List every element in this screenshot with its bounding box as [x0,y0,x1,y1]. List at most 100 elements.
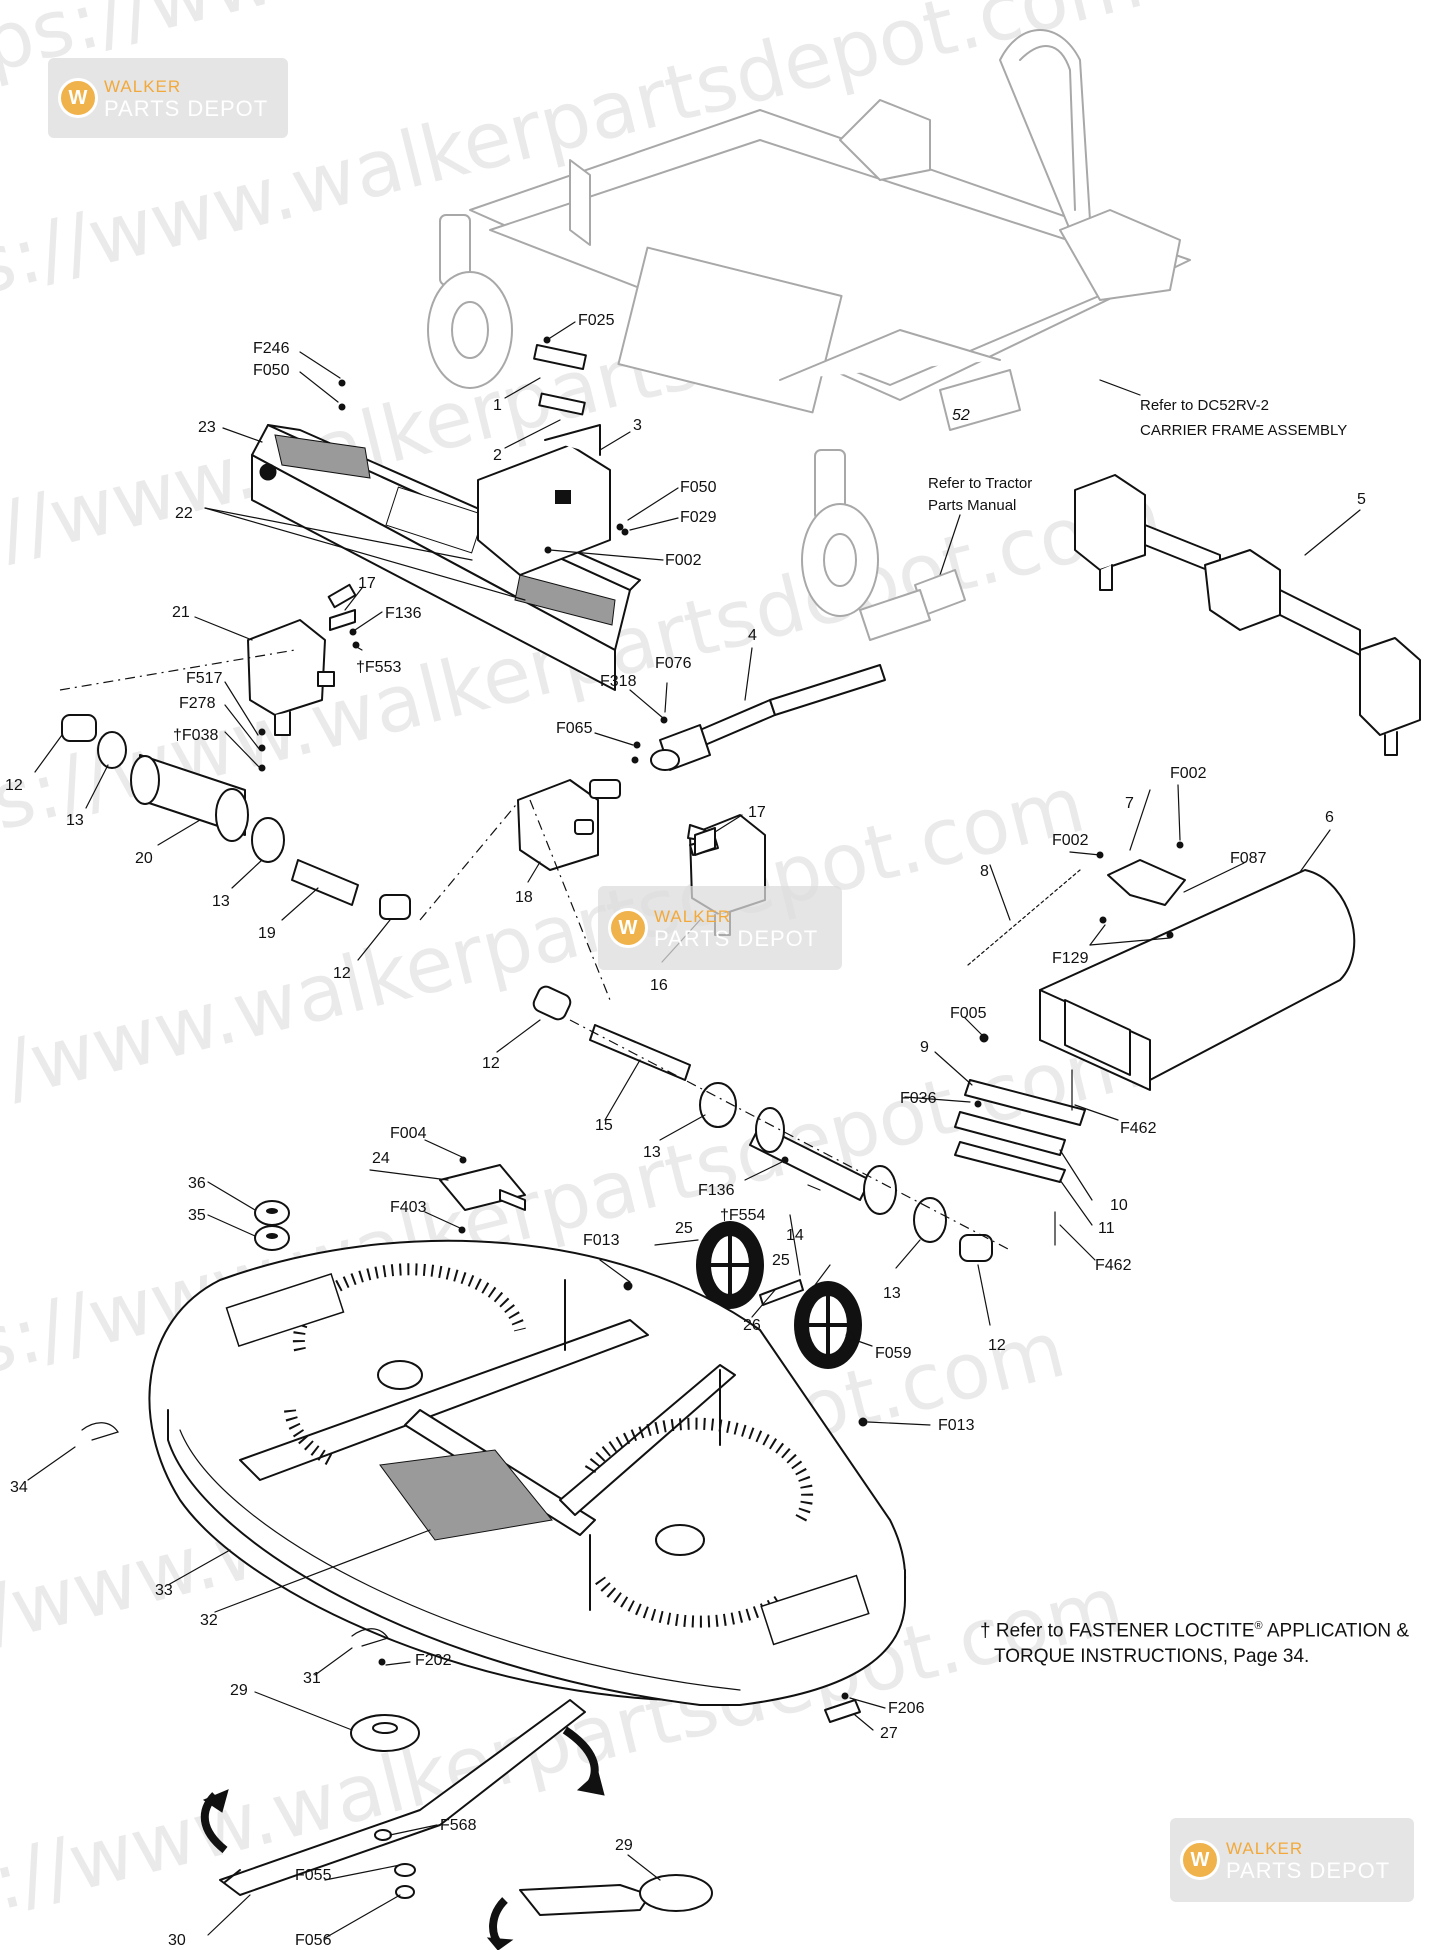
watermark-logo: W WALKER PARTS DEPOT [48,58,288,138]
spring-8 [967,869,1081,966]
pulley-25 [794,1281,862,1369]
bracket-17 [329,609,716,856]
callout-label: F129 [1052,950,1089,967]
watermark-logo: W WALKER PARTS DEPOT [598,886,842,970]
hairpin-clip-31 [351,1628,389,1647]
callout-label: 9 [920,1039,929,1056]
callout-label: F002 [1052,832,1089,849]
callout-label: 13 [212,893,230,910]
callout-label: 12 [482,1055,500,1072]
callout-label: F318 [600,673,637,690]
callout-label: F050 [680,479,717,496]
hinge-plate-1 [533,343,587,416]
callout-label: 25 [675,1220,693,1237]
callout-label: F055 [295,1867,332,1884]
callout-label: 19 [258,925,276,942]
callout-label: F056 [295,1932,332,1949]
left-shaft-assembly [59,649,521,921]
callout-label: 30 [168,1932,186,1949]
callout-label: †F553 [356,659,401,676]
callout-label: F002 [665,552,702,569]
callout-label: 12 [5,777,23,794]
blade-30 [519,1884,651,1916]
callout-label: 18 [515,889,533,906]
callout-label: 33 [155,1582,173,1599]
shield-bracket-3 [477,424,611,576]
washer-35 [254,1225,290,1251]
callout-label: 12 [333,965,351,982]
callout-labels: F246 F050 F025 1 2 3 23 22 F050 F029 F00… [5,312,1366,1949]
fastener-F246 [338,379,346,387]
fastener-F050 [338,403,346,411]
logo-top-text: WALKER [104,77,182,96]
callout-label: F278 [179,695,216,712]
leader-lines [27,321,1361,1939]
bracket-7 [1107,859,1186,906]
blade-30 [219,1699,586,1896]
plate-10 [954,1111,1066,1156]
gearbox-assembly-5 [1074,474,1421,756]
callout-label: 32 [200,1612,218,1629]
bracket-27 [824,1699,861,1723]
tractor-reference: Refer to Tractor Parts Manual [859,475,1032,641]
washer-36 [254,1200,290,1226]
hinge-9 [964,1079,1086,1126]
logo-bottom-text: PARTS DEPOT [654,926,819,951]
plate-11 [954,1141,1066,1183]
callout-label: F013 [583,1232,620,1249]
callout-label: 2 [493,447,502,464]
logo-top-text: WALKER [1226,1839,1304,1858]
callout-label: 22 [175,505,193,522]
rotation-arrow-head [202,1789,229,1813]
carrier-frame: 52 [427,29,1191,617]
callout-label: 26 [743,1317,761,1334]
reference-note-line: Parts Manual [928,497,1016,514]
callout-label: F002 [1170,765,1207,782]
watermark-logo: W WALKER PARTS DEPOT [1170,1818,1414,1902]
carrier-frame-reference: Refer to DC52RV-2 CARRIER FRAME ASSEMBLY [1140,397,1347,439]
callout-label: 5 [1357,491,1366,508]
footnote-text: APPLICATION & [1262,1620,1410,1642]
drive-shaft-4 [631,664,886,771]
bracket-24 [439,1156,526,1234]
callout-label: F059 [875,1345,912,1362]
fastener-F050 [616,523,624,531]
callout-label: 20 [135,850,153,867]
callout-label: F065 [556,720,593,737]
callout-label: 3 [633,417,642,434]
callout-label: F202 [415,1652,452,1669]
callout-label: F568 [440,1817,477,1834]
fastener-F029 [621,528,629,536]
callout-label: F076 [655,655,692,672]
reference-note-line: CARRIER FRAME ASSEMBLY [1140,422,1347,439]
center-shaft-assembly [529,799,1011,1262]
rotation-arrow-head [486,1937,514,1950]
walker-badge-icon: W [608,908,648,948]
callout-label: 14 [786,1227,804,1244]
callout-label: 4 [748,627,757,644]
callout-label: F029 [680,509,717,526]
callout-label: F050 [253,362,290,379]
logo-top-text: WALKER [654,907,732,926]
dagger-marker: † [980,1620,991,1642]
walker-badge-icon: W [1180,1840,1220,1880]
callout-label: 11 [1098,1220,1115,1237]
non-slip-pad-32 [379,1449,553,1541]
callout-label: F025 [578,312,615,329]
footnote-line-2: TORQUE INSTRUCTIONS, Page 34. [980,1644,1435,1670]
callout-label: F403 [390,1199,427,1216]
callout-label: 10 [1110,1197,1128,1214]
pulley-25 [696,1221,764,1309]
registered-mark: ® [1254,1620,1263,1632]
callout-label: 13 [883,1285,901,1302]
callout-label: F013 [938,1417,975,1434]
spindle-cup-29 [350,1714,420,1752]
callout-label: F005 [950,1005,987,1022]
callout-label: 12 [988,1337,1006,1354]
callout-label: 7 [1125,795,1134,812]
callout-label: 17 [358,575,376,592]
logo-bottom-text: PARTS DEPOT [104,96,269,121]
callout-label: 1 [493,397,502,414]
gearbox-21 [247,583,360,772]
gearbox-18 [517,779,621,871]
